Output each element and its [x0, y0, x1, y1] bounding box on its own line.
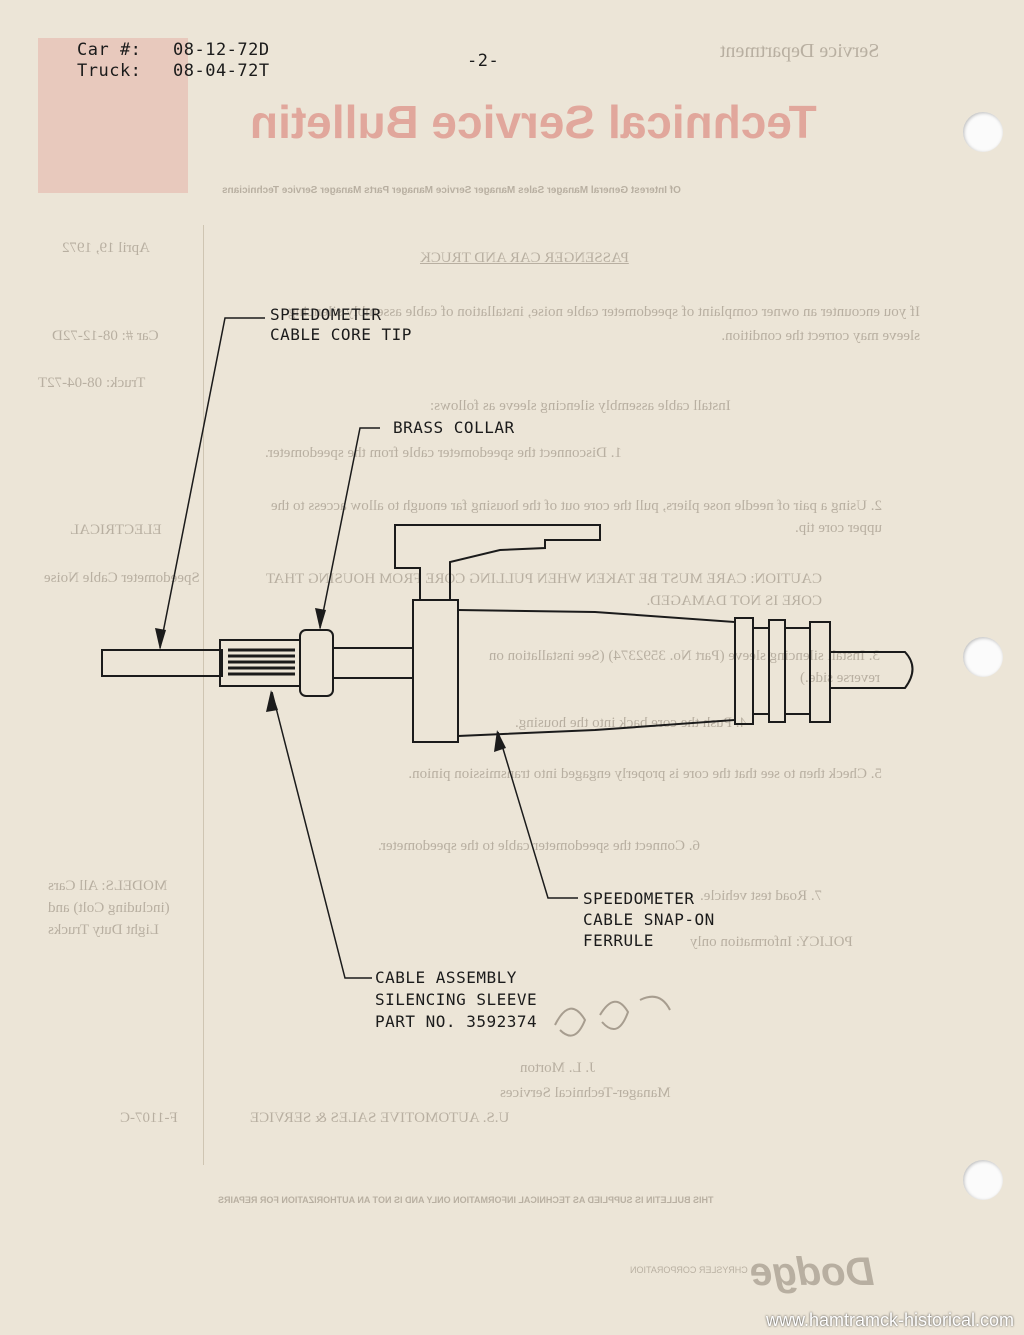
- arrow-core-tip: [155, 628, 166, 650]
- ferrule-flange: [412, 599, 459, 743]
- leader-ferrule: [497, 731, 578, 899]
- label-core-tip-line1: SPEEDOMETER: [270, 305, 382, 324]
- arrow-ferrule: [494, 730, 506, 752]
- handwritten-signature: [554, 995, 671, 1037]
- ferrule-clip: [394, 524, 601, 601]
- dodge-header-block: [38, 38, 188, 193]
- leader-brass-collar: [319, 427, 380, 629]
- truck-label: Truck:: [77, 61, 142, 81]
- label-sleeve-line1: CABLE ASSEMBLY: [375, 968, 517, 987]
- binder-hole-bottom: [963, 1160, 1003, 1200]
- margin-rule: [203, 225, 204, 1165]
- site-watermark: www.hamtramck-historical.com: [765, 1310, 1014, 1330]
- label-core-tip-line2: CABLE CORE TIP: [270, 325, 412, 344]
- outer-cable: [830, 651, 914, 689]
- leader-core-tip: [159, 317, 265, 649]
- label-ferrule-line1: SPEEDOMETER: [583, 889, 695, 908]
- ferrule-rib-4: [784, 627, 811, 715]
- binder-hole-middle: [963, 637, 1003, 677]
- label-sleeve-line3: PART NO. 3592374: [375, 1012, 538, 1031]
- ferrule-rib-3: [768, 619, 786, 723]
- car-value: 08-12-72D: [173, 40, 270, 60]
- label-sleeve-line2: SILENCING SLEEVE: [375, 990, 538, 1009]
- sleeve-shading: [228, 648, 295, 676]
- arrow-sleeve: [266, 690, 278, 712]
- label-ferrule-line3: FERRULE: [583, 931, 654, 950]
- label-ferrule-line2: CABLE SNAP-ON: [583, 910, 715, 929]
- binder-hole-top: [963, 112, 1003, 152]
- core-tip-rod: [101, 649, 223, 677]
- brass-collar: [299, 629, 334, 697]
- ferrule-rib-2: [752, 627, 770, 715]
- truck-value: 08-04-72T: [173, 61, 270, 81]
- leader-sleeve: [271, 691, 372, 979]
- page-number: -2-: [467, 51, 500, 71]
- ferrule-rib-5: [809, 621, 831, 723]
- ferrule-rib-1: [734, 617, 754, 725]
- arrow-brass-collar: [315, 608, 326, 630]
- label-brass-collar: BRASS COLLAR: [393, 418, 515, 437]
- car-label: Car #:: [77, 40, 142, 60]
- ferrule-taper: [457, 609, 736, 737]
- cable-housing: [332, 647, 414, 679]
